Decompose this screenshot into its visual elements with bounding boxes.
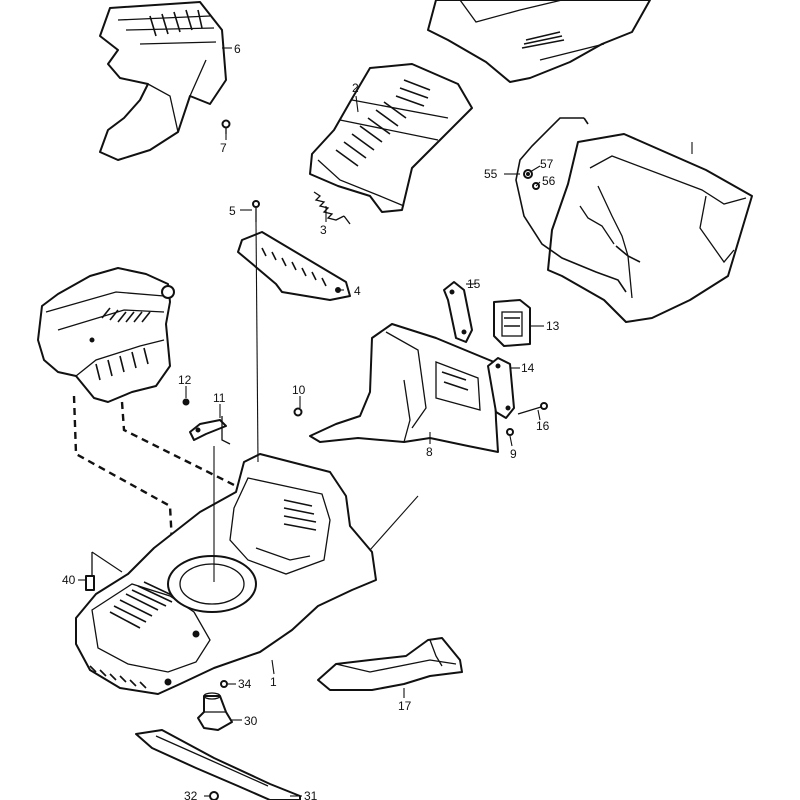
callout-3: 3 <box>320 223 327 237</box>
leader-1 <box>271 659 275 675</box>
callout-32: 32 <box>184 789 198 800</box>
part-40-bolt[interactable] <box>85 551 123 591</box>
callout-10: 10 <box>292 383 306 397</box>
part-10-screw[interactable] <box>293 407 303 417</box>
part-16-screw[interactable] <box>517 402 548 415</box>
engine-assembly[interactable] <box>37 267 175 403</box>
leader-9 <box>509 435 513 447</box>
engine-dash-line-2 <box>120 401 241 490</box>
leader-flap-to-deck <box>369 495 419 551</box>
top-cover-fragment[interactable] <box>427 0 651 83</box>
part-13-mounting-plate[interactable] <box>493 299 531 347</box>
part-64-grass-catcher[interactable] <box>515 117 753 323</box>
part-7-screw[interactable] <box>221 119 231 135</box>
callout-9: 9 <box>510 447 517 461</box>
part-30-blade-adapter[interactable] <box>197 692 233 731</box>
part-6-chute-cover[interactable] <box>99 1 227 161</box>
part-32-bolt[interactable] <box>209 791 219 800</box>
callout-7: 7 <box>220 141 227 155</box>
callout-34: 34 <box>238 677 252 691</box>
engine-dash-line-1 <box>72 395 176 581</box>
callout-31: 31 <box>304 789 318 800</box>
part-15-bracket[interactable] <box>443 281 473 343</box>
callout-8: 8 <box>426 445 433 459</box>
callout-30: 30 <box>244 714 258 728</box>
callout-55: 55 <box>484 167 498 181</box>
callout-15: 15 <box>467 277 481 291</box>
part-14-bracket[interactable] <box>487 357 515 419</box>
callout-12: 12 <box>178 373 192 387</box>
part-2-rear-cover[interactable] <box>309 63 473 213</box>
part-31-blade[interactable] <box>135 729 301 800</box>
part-34-fastener[interactable] <box>220 680 228 688</box>
part-9-screw[interactable] <box>506 428 514 436</box>
callout-17: 17 <box>398 699 412 713</box>
callout-56: 56 <box>542 174 556 188</box>
callout-4: 4 <box>354 284 361 298</box>
leader-56 <box>535 181 541 187</box>
callout-5: 5 <box>229 204 236 218</box>
leader-hinge-to-deck <box>255 221 259 463</box>
part-12-screw[interactable] <box>182 398 190 406</box>
callout-11: 11 <box>213 391 226 405</box>
part-3-spring[interactable] <box>313 191 351 225</box>
part-11-cable-clip[interactable] <box>189 416 231 445</box>
leader-2 <box>355 95 359 113</box>
part-8-rear-flap[interactable] <box>309 323 499 453</box>
callout-1: 1 <box>270 675 277 689</box>
callout-13: 13 <box>546 319 560 333</box>
callout-40: 40 <box>62 573 76 587</box>
leader-16 <box>537 409 541 421</box>
callout-57: 57 <box>540 157 554 171</box>
part-4-hinge-bracket[interactable] <box>237 231 351 301</box>
callout-2: 2 <box>352 81 359 95</box>
part-17-mulch-plug[interactable] <box>317 637 463 691</box>
part-55-57-handle-clip[interactable] <box>523 169 540 190</box>
callout-14: 14 <box>521 361 535 375</box>
part-5-screw[interactable] <box>252 200 260 222</box>
leader-57 <box>529 165 541 173</box>
callout-16: 16 <box>536 419 550 433</box>
part-1-mower-deck[interactable] <box>75 453 377 695</box>
callout-6: 6 <box>234 42 241 56</box>
